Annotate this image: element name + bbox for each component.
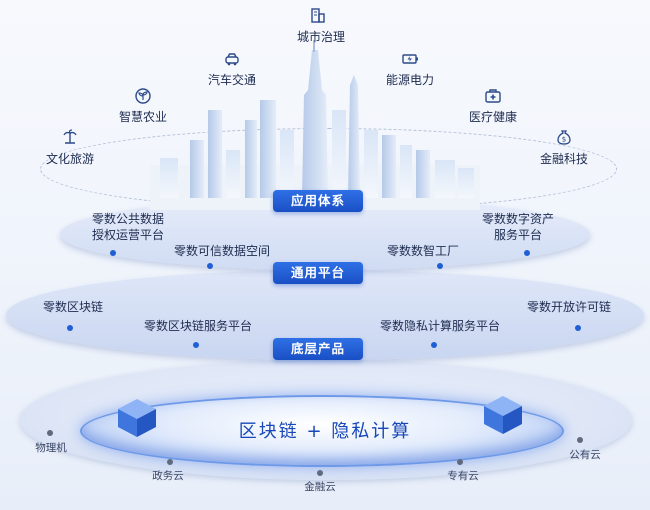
app-item-3: 零数数智工厂: [386, 244, 460, 258]
city-icon: [311, 8, 325, 23]
platform-dot-3: [431, 342, 437, 348]
platform-item-2: 零数区块链服务平台: [143, 319, 253, 333]
platform-item-4: 零数开放许可链: [526, 300, 612, 314]
app-item-4-line2: 服务平台: [493, 228, 543, 242]
app-label-city: 城市治理: [296, 30, 346, 44]
core-disc: [80, 395, 564, 467]
app-label-energy: 能源电力: [385, 73, 435, 87]
platform-item-1: 零数区块链: [42, 300, 104, 314]
city-skyline-image: [150, 40, 480, 210]
infra-dot-public: [577, 437, 583, 443]
app-label-finance: 金融科技: [539, 152, 589, 166]
app-dot-1: [110, 250, 116, 256]
medical-icon: [485, 89, 501, 103]
layer-pill-app-system: 应用体系: [272, 190, 364, 212]
app-label-agri: 智慧农业: [118, 110, 168, 124]
infra-dot-gov: [167, 459, 173, 465]
infra-label-gov: 政务云: [152, 470, 184, 482]
platform-dot-2: [193, 342, 199, 348]
app-dot-2: [207, 263, 213, 269]
infra-dot-private: [457, 459, 463, 465]
infra-dot-physical: [47, 430, 53, 436]
app-item-1-line2: 授权运营平台: [91, 228, 165, 242]
app-label-medical: 医疗健康: [468, 110, 518, 124]
infra-label-public: 公有云: [569, 449, 601, 461]
cube-right-icon: [484, 396, 522, 434]
infra-label-fin: 金融云: [304, 481, 336, 493]
app-item-4-line1: 零数数字资产: [481, 212, 555, 226]
platform-dot-4: [575, 325, 581, 331]
svg-text:$: $: [562, 136, 566, 144]
infra-dot-fin: [317, 470, 323, 476]
agri-icon: [135, 88, 151, 104]
infra-label-private: 专有云: [447, 470, 479, 482]
car-icon: [225, 53, 239, 66]
layer-pill-base-product: 底层产品: [272, 338, 364, 360]
energy-icon: [402, 54, 418, 64]
finance-icon: $: [557, 130, 571, 145]
app-item-2: 零数可信数据空间: [173, 244, 271, 258]
app-label-tourism: 文化旅游: [45, 152, 95, 166]
tourism-icon: [63, 129, 77, 144]
platform-dot-1: [67, 325, 73, 331]
core-title: 区块链 + 隐私计算: [238, 421, 412, 442]
app-label-car: 汽车交通: [207, 73, 257, 87]
cube-left-icon: [118, 399, 156, 437]
layer-pill-general-platform: 通用平台: [272, 262, 364, 284]
app-dot-4: [524, 250, 530, 256]
app-item-1-line1: 零数公共数据: [91, 212, 165, 226]
platform-item-3: 零数隐私计算服务平台: [379, 319, 501, 333]
infra-label-physical: 物理机: [35, 442, 67, 454]
app-dot-3: [437, 263, 443, 269]
